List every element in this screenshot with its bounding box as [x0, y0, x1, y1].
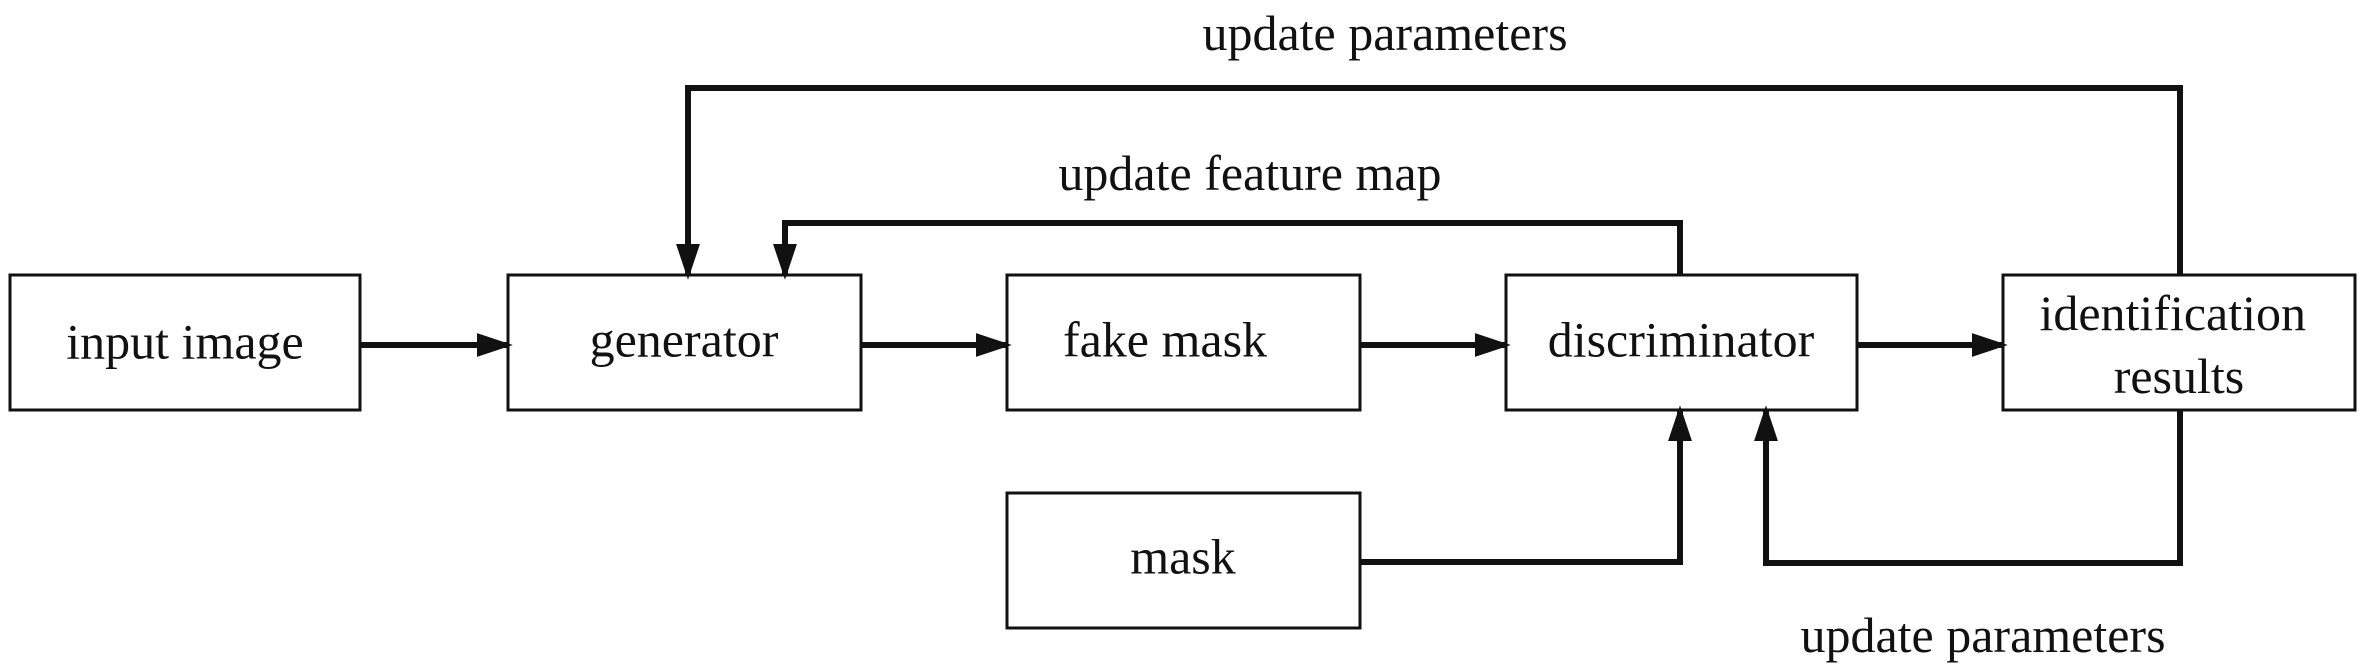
arrow-update-feature-map [773, 220, 1683, 280]
node-fake-mask: fake mask [1005, 273, 1362, 412]
arrow-update-parameters-top [676, 85, 2183, 280]
node-identification-results-line-2: results [2114, 348, 2245, 404]
node-identification-results: identification results [2001, 273, 2357, 412]
node-mask-label: mask [1130, 528, 1236, 584]
node-identification-results-label: identification results [2039, 285, 2318, 404]
arrow-update-parameters-bottom [1754, 405, 2183, 566]
label-update-feature-map: update feature map [1058, 145, 1441, 201]
node-fake-mask-label: fake mask [1063, 311, 1267, 367]
label-update-parameters-top: update parameters [1202, 5, 1567, 61]
node-input-image: input image [8, 273, 362, 412]
node-discriminator: discriminator [1504, 273, 1859, 412]
node-generator: generator [506, 273, 863, 412]
label-update-parameters-bottom: update parameters [1800, 607, 2165, 663]
arrow-mask-to-discriminator [1360, 405, 1692, 565]
node-discriminator-label: discriminator [1548, 311, 1815, 367]
node-mask: mask [1005, 491, 1362, 630]
node-identification-results-line-1: identification [2039, 285, 2306, 341]
node-generator-label: generator [590, 311, 779, 367]
node-input-image-label: input image [66, 313, 303, 369]
